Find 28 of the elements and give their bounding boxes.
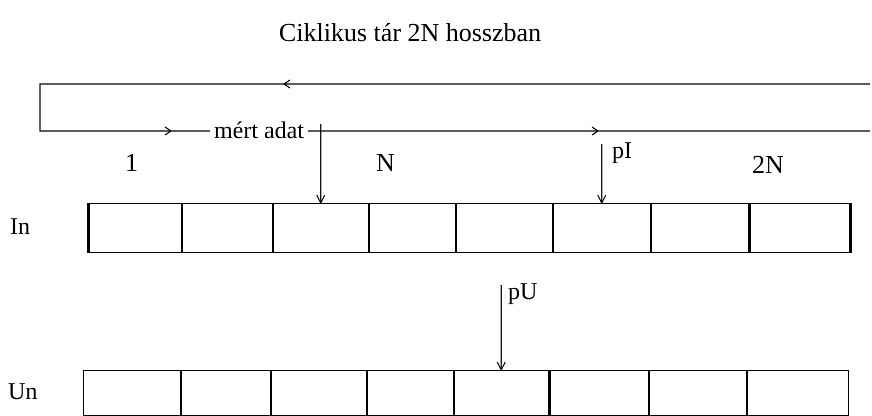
cell-index-label: N [376,150,395,176]
diagram-title: Ciklikus tár 2N hosszban [278,20,542,46]
memory-cell [83,370,182,416]
pointer-label: pI [601,138,632,164]
arrow [496,285,506,371]
memory-cell [746,370,848,416]
row-label: In [10,214,30,240]
memory-cell [552,203,652,253]
row-label: Un [8,379,38,405]
memory-cell [748,203,852,253]
pointer-label: pU [500,279,538,305]
memory-cell [180,370,272,416]
memory-cell [648,370,748,416]
memory-cell [270,370,368,416]
pointer-label: mért adat [214,118,304,144]
arrow [597,144,606,204]
cell-index-label: 1 [125,150,138,176]
memory-cell [181,203,274,253]
memory-cell [87,203,182,253]
memory-cell [272,203,370,253]
memory-cell [455,203,554,253]
memory-cell [453,370,550,416]
memory-cell [368,203,456,253]
cell-index-label: 2N [752,152,784,178]
arrow [316,124,326,204]
memory-cell [650,203,750,253]
memory-cell [366,370,454,416]
memory-cell [548,370,650,416]
